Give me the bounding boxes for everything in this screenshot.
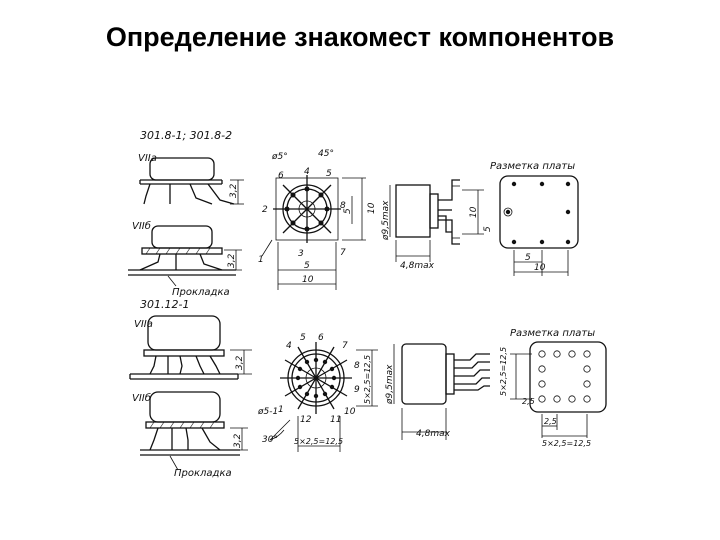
top-dim-base: 4,8max [400,261,435,271]
top-pin-num-7: 7 [340,248,346,258]
bottom-pin-num-11: 11 [330,415,341,425]
top-pin-num-3: 3 [298,249,304,259]
top-spacer-label: Прокладка [172,287,230,298]
bottom-board-dim-side: 5×2,5=12,5 [499,347,508,396]
top-pin-num-2: 2 [262,205,268,215]
top-variant-a-label: VIIа [138,153,157,164]
bottom-dim-step-side: 5×2,5=12,5 [363,355,372,404]
bottom-pin-num-4: 4 [286,341,292,351]
bottom-dim-height-a: 3,2 [235,355,245,370]
top-variant-b-drawing: VIIб 3,2 Прокладка [128,220,242,298]
bottom-side-view: ø9,5max 4,8max [385,343,490,440]
top-dim-pin-5: 5 [343,208,353,214]
bottom-dim-angle: 30° [262,435,278,445]
top-pin-num-4: 4 [304,167,310,177]
bottom-dim-base: 4,8max [416,429,451,439]
top-dim-side-5: 5 [483,226,493,232]
bottom-variant-a-label: VIIа [134,319,153,330]
bottom-board-dim-25b: 2,5 [544,417,557,426]
bottom-pin-num-12: 12 [300,415,312,425]
bottom-spacer-label: Прокладка [174,468,232,479]
bottom-variant-b-drawing: VIIб 3,2 Прокладка [132,391,248,479]
top-pin-num-8: 8 [340,201,346,211]
bottom-pin-view: 4 5 6 7 8 9 10 11 12 1 ø5-1 30° 5×2,5=12… [257,333,378,452]
top-dim-body-diam: ø9,5max [381,200,391,241]
top-dim-bottom-10: 10 [302,275,314,285]
top-variant-b-label: VIIб [132,220,151,232]
top-board-label: Разметка платы [490,161,575,172]
bottom-pin-num-9: 9 [354,385,360,395]
top-dim-side-10: 10 [469,206,479,218]
top-pin-num-5: 5 [326,169,332,179]
top-pin-angle-1: ø5° [271,152,288,162]
bottom-dim-pin-diam: ø5-1 [257,407,278,417]
top-dim-bottom-5: 5 [304,261,310,271]
top-board-dim-10: 10 [534,263,546,273]
bottom-pin-num-10: 10 [344,407,356,417]
bottom-dim-height-b: 3,2 [233,433,243,448]
bottom-board-dim-bottom: 5×2,5=12,5 [542,439,591,448]
top-dim-height-b: 3,2 [227,253,237,268]
bottom-pin-num-8: 8 [354,361,360,371]
bottom-pin-num-7: 7 [342,341,348,351]
top-pin-num-1: 1 [258,255,264,265]
top-board-dim-5: 5 [525,253,531,263]
bottom-pin-num-1: 1 [278,405,284,415]
top-case-title: 301.8-1; 301.8-2 [140,129,232,142]
top-dim-height-a: 3,2 [229,183,239,198]
top-pin-angle-2: 45° [318,149,334,159]
bottom-variant-b-label: VIIб [132,392,151,404]
top-pin-view: ø5° 45° 1 2 3 4 5 6 7 8 5 10 [258,149,377,290]
bottom-dim-body-diam: ø9,5max [385,364,395,405]
top-dim-pin-10: 10 [367,202,377,214]
bottom-board-layout: Разметка платы 5×2,5=12,5 2,5 2,5 5×2,5=… [499,328,607,448]
top-side-view: ø9,5max 10 5 4,8max [381,179,493,271]
bottom-board-label: Разметка платы [510,328,595,339]
bottom-variant-a-drawing: VIIа 3,2 [129,315,252,380]
bottom-board-dim-25: 2,5 [522,397,535,406]
bottom-case-title: 301.12-1 [140,298,189,311]
top-variant-a-drawing: VIIа 3,2 [138,153,244,205]
bottom-dim-step-bottom: 5×2,5=12,5 [294,437,343,446]
bottom-pin-num-6: 6 [318,333,324,343]
bottom-pin-num-5: 5 [300,333,306,343]
top-pin-num-6: 6 [278,171,284,181]
top-board-layout: Разметка платы 5 10 [490,161,579,276]
slide-title: Определение знакомест компонентов [105,22,615,52]
